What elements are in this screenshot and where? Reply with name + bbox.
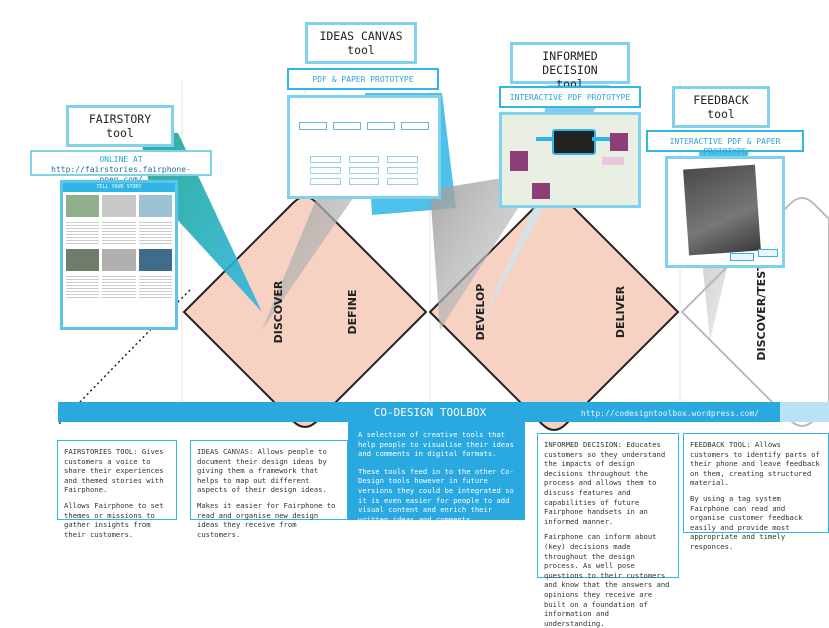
canvas-cell [387, 178, 418, 185]
thumb-screen [552, 129, 596, 155]
canvas-cell [387, 156, 418, 163]
beam-fairstory [140, 133, 262, 312]
feedback-desc-2: By using a tag system Fairphone can read… [690, 493, 803, 551]
thumb-node-bottom [602, 157, 624, 165]
canvas-grid [310, 156, 418, 185]
fairstories-desc-1: FAIRSTORIES TOOL: Gives customers a voic… [64, 447, 164, 495]
toolbox-bar-right-fade [780, 402, 829, 422]
canvas-cell [348, 178, 380, 185]
feedback-title-sub: tool [707, 107, 735, 121]
canvas-timeline-row [296, 122, 432, 130]
feedback-title: FEEDBACK [693, 93, 749, 107]
thumb-tile [66, 195, 100, 217]
toolbox-url[interactable]: http://codesigntoolbox.wordpress.com/ [581, 409, 759, 418]
ideas-canvas-description: IDEAS CANVAS: Allows people to document … [190, 440, 348, 539]
thumb-tile-text [102, 220, 136, 246]
thumb-factory [532, 183, 550, 199]
fairstory-subtitle-box: ONLINE AT http://fairstories.fairphone-o… [30, 150, 212, 184]
fairstory-thumb-header: TELL YOUR STORY [63, 183, 175, 192]
diamond-discover-test [681, 197, 829, 427]
feedback-phone-image [683, 164, 761, 256]
ideas-canvas-subtitle: PDF & PAPER PROTOTYPE [312, 75, 414, 84]
informed-decision-title: INFORMED DECISION [542, 49, 598, 77]
feedback-desc-1: FEEDBACK TOOL: Allows customers to ident… [690, 440, 820, 488]
fairstory-title: FAIRSTORY [88, 112, 152, 126]
informed-decision-title-box: INFORMED DECISION tool [510, 42, 630, 91]
phase-discover: DISCOVER [272, 280, 285, 343]
fairstory-title-box: FAIRSTORY tool [66, 105, 174, 147]
thumb-tile-text [66, 220, 100, 246]
thumb-tile [102, 249, 136, 271]
thumb-link [592, 137, 610, 141]
beam-gray-2 [430, 175, 520, 330]
ideas-canvas-subtitle-box: PDF & PAPER PROTOTYPE [287, 68, 439, 90]
fairstories-desc-2: Allows Fairphone to set themes or missio… [64, 500, 164, 539]
feedback-description: FEEDBACK TOOL: Allows customers to ident… [683, 433, 829, 551]
thumb-tile [66, 249, 100, 271]
toolbox-title: CO-DESIGN TOOLBOX [374, 406, 487, 419]
thumb-tile-text [138, 274, 172, 300]
toolbox-desc-1: A selection of creative tools that help … [358, 430, 514, 459]
canvas-cell [348, 156, 380, 163]
canvas-box [333, 122, 361, 130]
fairstory-thumb-grid [63, 192, 175, 303]
thumb-tile-text [66, 274, 100, 300]
fairstory-thumbnail: TELL YOUR STORY [60, 180, 178, 330]
canvas-box [401, 122, 429, 130]
thumb-tile [138, 195, 172, 217]
toolbox-desc-2: These tools feed in to the other Co-Desi… [358, 466, 514, 524]
feedback-tag [730, 253, 754, 261]
canvas-cell [310, 167, 341, 174]
thumb-tile [102, 195, 136, 217]
phase-develop: DEVELOP [474, 284, 487, 341]
feedback-thumbnail [665, 156, 785, 268]
phase-deliver: DELIVER [614, 285, 627, 338]
thumb-link [536, 137, 552, 141]
phase-define: DEFINE [346, 290, 359, 335]
canvas-cell [310, 178, 341, 185]
feedback-subtitle: INTERACTIVE PDF & PAPER PROTOTYPE [669, 137, 781, 156]
informed-decision-thumbnail [499, 112, 641, 208]
fairstories-description: FAIRSTORIES TOOL: Gives customers a voic… [57, 440, 177, 539]
thumb-tile-text [138, 220, 172, 246]
phase-discover-test: DISCOVER/TEST [755, 263, 768, 361]
toolbox-bar [58, 402, 829, 422]
fairstory-title-sub: tool [106, 126, 134, 140]
informed-decision-description: INFORMED DECISION: Educates customers so… [537, 433, 679, 628]
thumb-node-left [510, 151, 528, 171]
ideas-canvas-title: IDEAS CANVAS [319, 29, 403, 43]
ideas-canvas-desc-1: IDEAS CANVAS: Allows people to document … [197, 447, 327, 495]
fairstory-url[interactable]: http://fairstories.fairphone-open.com/ [51, 165, 191, 184]
canvas-cell [387, 167, 418, 174]
ideas-canvas-title-box: IDEAS CANVAS tool [305, 22, 417, 64]
canvas-box [299, 122, 327, 130]
feedback-subtitle-box: INTERACTIVE PDF & PAPER PROTOTYPE [646, 130, 804, 156]
informed-decision-desc-1: INFORMED DECISION: Educates customers so… [544, 440, 666, 526]
feedback-title-box: FEEDBACK tool [672, 86, 770, 128]
informed-decision-desc-2: Fairphone can inform about (key) decisio… [544, 532, 670, 628]
ideas-canvas-title-sub: tool [347, 43, 375, 57]
thumb-node-right [610, 133, 628, 151]
informed-decision-subtitle-box: INTERACTIVE PDF PROTOTYPE [499, 86, 641, 108]
thumb-tile [138, 249, 172, 271]
feedback-tag [758, 249, 778, 257]
thumb-tile-text [102, 274, 136, 300]
ideas-canvas-desc-2: Makes it easier for Fairphone to read an… [197, 500, 336, 539]
toolbox-description: A selection of creative tools that help … [348, 422, 525, 524]
canvas-box [367, 122, 395, 130]
canvas-cell [348, 167, 380, 174]
canvas-cell [310, 156, 341, 163]
fairstory-online-label: ONLINE AT [99, 155, 143, 164]
ideas-canvas-thumbnail [287, 95, 441, 199]
informed-decision-subtitle: INTERACTIVE PDF PROTOTYPE [509, 93, 631, 102]
